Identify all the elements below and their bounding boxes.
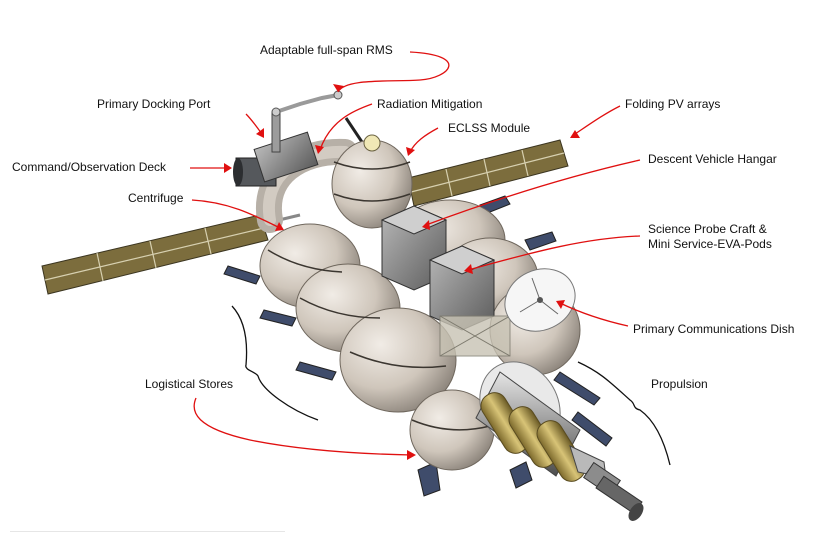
annotation-arrowheads	[224, 84, 580, 460]
eclss-top-light	[363, 134, 381, 152]
label-rms: Adaptable full-span RMS	[260, 43, 393, 57]
label-descent-hangar: Descent Vehicle Hangar	[648, 152, 777, 166]
label-folding-pv: Folding PV arrays	[625, 97, 721, 111]
label-science-probe-1: Science Probe Craft &	[648, 222, 767, 236]
command-deck	[233, 111, 319, 187]
radiator-fins	[223, 195, 613, 497]
label-centrifuge: Centrifuge	[128, 191, 184, 205]
label-eclss: ECLSS Module	[448, 121, 531, 135]
antenna-mast	[344, 117, 364, 143]
central-truss	[439, 315, 511, 357]
divider-line	[10, 531, 285, 532]
label-logistical-stores: Logistical Stores	[145, 377, 234, 391]
label-docking-port: Primary Docking Port	[97, 97, 211, 111]
solar-array-right	[407, 139, 569, 207]
rms-arm	[271, 90, 343, 117]
pod-seams	[267, 161, 491, 431]
propulsion-unit	[475, 361, 644, 521]
label-propulsion: Propulsion	[651, 377, 708, 391]
annotation-arrows	[190, 51, 641, 456]
comm-dish	[504, 268, 576, 332]
label-radiation-mitigation: Radiation Mitigation	[377, 97, 483, 111]
label-command-deck: Command/Observation Deck	[12, 160, 167, 174]
label-comm-dish: Primary Communications Dish	[633, 322, 795, 336]
annotation-brackets	[231, 305, 671, 466]
label-science-probe-2: Mini Service-EVA-Pods	[648, 237, 772, 251]
